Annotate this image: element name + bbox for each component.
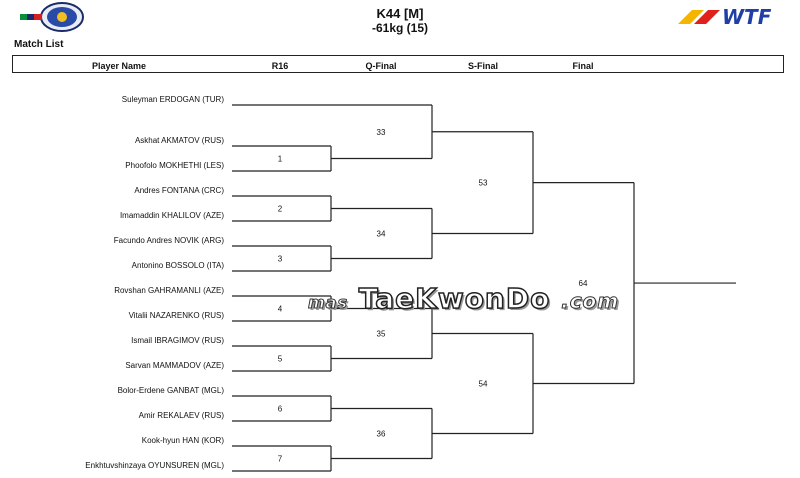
column-s-final: S-Final — [467, 61, 499, 71]
column-r16: R16 — [271, 61, 289, 71]
wtf-logo-icon: WTF — [678, 6, 772, 28]
column-header-bar — [12, 55, 784, 73]
r16-match-number: 7 — [278, 455, 283, 464]
player-name: Suleyman ERDOGAN (TUR) — [122, 95, 225, 104]
r16-match-number: 4 — [278, 305, 283, 314]
qf-match-number: 33 — [377, 128, 386, 137]
column-q-final: Q-Final — [365, 61, 397, 71]
player-name: Bolor-Erdene GANBAT (MGL) — [118, 386, 225, 395]
column-player-name: Player Name — [91, 61, 147, 71]
player-name: Antonino BOSSOLO (ITA) — [132, 261, 225, 270]
player-name: Kook-hyun HAN (KOR) — [142, 436, 225, 445]
player-name: Phoofolo MOKHETHI (LES) — [125, 161, 224, 170]
player-name: Facundo Andres NOVIK (ARG) — [114, 236, 225, 245]
final-match-number: 64 — [579, 279, 588, 288]
player-name: Enkhtuvshinzaya OYUNSUREN (MGL) — [85, 461, 224, 470]
column-final: Final — [572, 61, 594, 71]
weight-category: -61kg (15) — [371, 21, 429, 35]
qf-match-number: 36 — [377, 430, 386, 439]
match-list-label: Match List — [14, 39, 64, 50]
r16-match-number: 1 — [278, 155, 283, 164]
player-name: Sarvan MAMMADOV (AZE) — [125, 361, 224, 370]
watermark-suffix: .com — [561, 289, 620, 314]
r16-match-number: 5 — [278, 355, 283, 364]
federation-logo-icon — [20, 2, 84, 32]
qf-match-number: 34 — [377, 230, 386, 239]
r16-match-number: 3 — [278, 255, 283, 264]
r16-match-number: 6 — [278, 405, 283, 414]
sf-match-number: 54 — [479, 380, 488, 389]
player-name: Andres FONTANA (CRC) — [134, 186, 224, 195]
watermark-main: TaeKwonDo — [358, 281, 551, 316]
player-name: Imamaddin KHALILOV (AZE) — [120, 211, 224, 220]
wtf-logo-text: WTF — [722, 6, 772, 28]
player-name: Amir REKALAEV (RUS) — [139, 411, 225, 420]
r16-match-number: 2 — [278, 205, 283, 214]
watermark: mas TaeKwonDo .com — [308, 281, 620, 316]
sf-match-number: 53 — [479, 179, 488, 188]
watermark-prefix: mas — [308, 293, 348, 313]
player-name: Ismail IBRAGIMOV (RUS) — [131, 336, 224, 345]
player-name: Rovshan GAHRAMANLI (AZE) — [114, 286, 224, 295]
qf-match-number: 35 — [377, 330, 386, 339]
player-name: Askhat AKMATOV (RUS) — [135, 136, 224, 145]
event-title: K44 [M] — [376, 6, 424, 21]
player-name: Vitalii NAZARENKO (RUS) — [129, 311, 225, 320]
